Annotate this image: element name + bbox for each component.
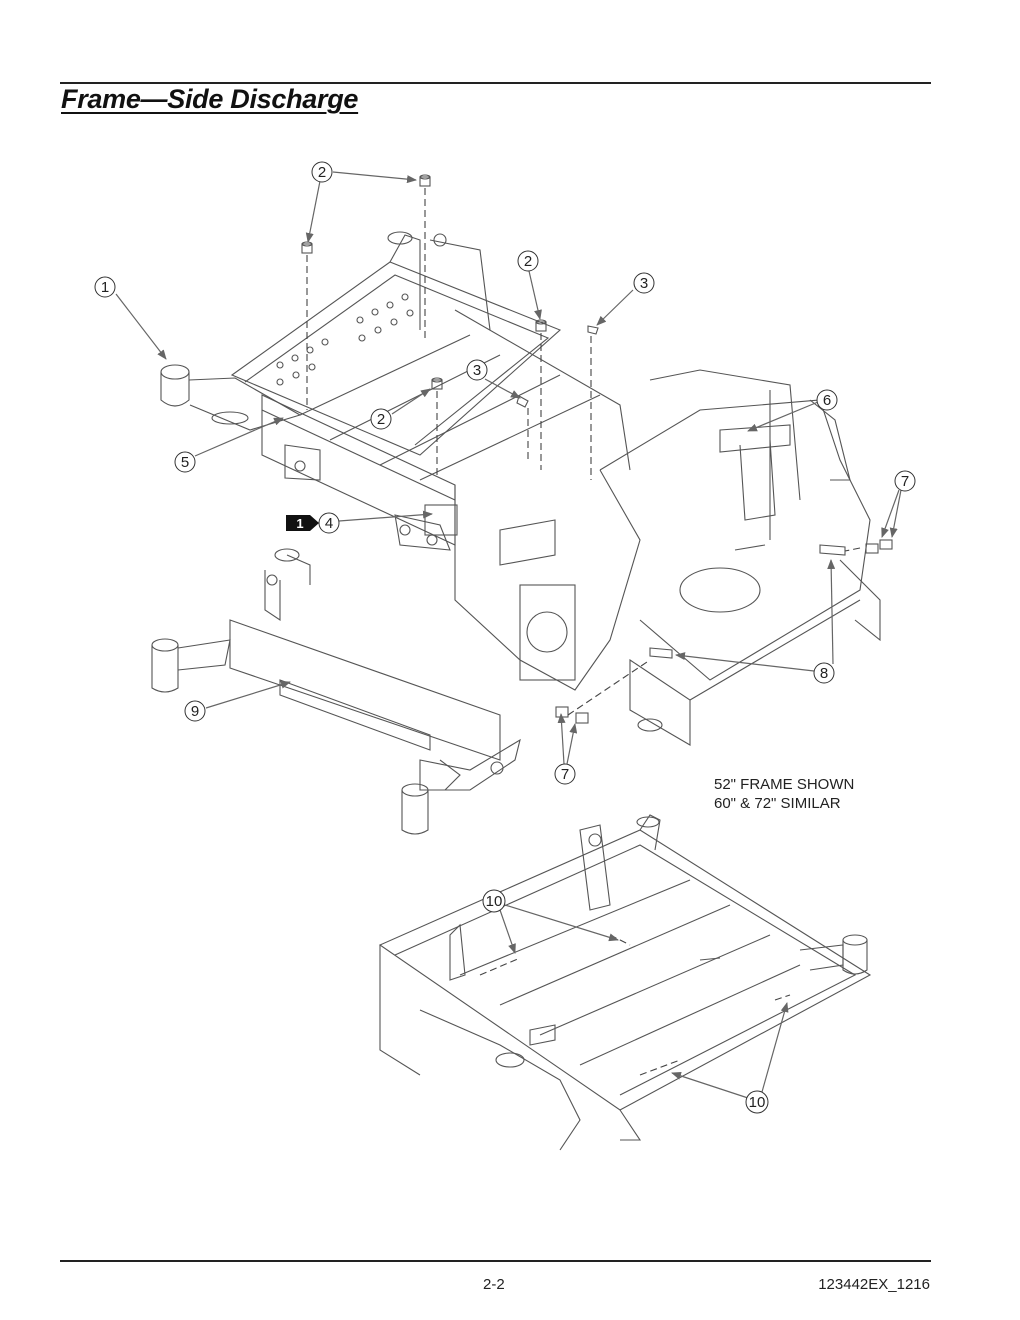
svg-text:3: 3 bbox=[640, 275, 648, 292]
leader-lines bbox=[115, 171, 902, 1099]
main-frame-art bbox=[160, 231, 881, 746]
callout-3-right: 3 bbox=[633, 272, 655, 294]
callout-2-lower: 2 bbox=[370, 408, 392, 430]
assembly-lines bbox=[306, 188, 861, 1076]
callout-10-lower: 10 bbox=[745, 1090, 769, 1114]
front-axle-art bbox=[151, 548, 521, 835]
svg-text:4: 4 bbox=[325, 515, 333, 532]
svg-text:9: 9 bbox=[191, 703, 199, 720]
svg-text:7: 7 bbox=[561, 766, 569, 783]
callout-3-center: 3 bbox=[466, 359, 488, 381]
svg-text:1: 1 bbox=[296, 516, 303, 531]
callout-1: 1 bbox=[94, 276, 116, 298]
callout-7-lower: 7 bbox=[554, 763, 576, 785]
callout-2-top: 2 bbox=[311, 161, 333, 183]
note-line-2: 60" & 72" SIMILAR bbox=[714, 795, 841, 812]
callout-10-upper: 10 bbox=[482, 889, 506, 913]
callout-5: 5 bbox=[174, 451, 196, 473]
svg-text:10: 10 bbox=[749, 1094, 766, 1111]
lower-frame-art bbox=[378, 814, 872, 1151]
svg-text:6: 6 bbox=[823, 392, 831, 409]
svg-text:8: 8 bbox=[820, 665, 828, 682]
svg-text:10: 10 bbox=[486, 893, 503, 910]
svg-text:7: 7 bbox=[901, 473, 909, 490]
svg-text:1: 1 bbox=[101, 279, 109, 296]
svg-text:2: 2 bbox=[377, 411, 385, 428]
callout-6: 6 bbox=[816, 389, 838, 411]
hardware-art bbox=[301, 174, 893, 724]
bottom-rule bbox=[60, 1260, 931, 1262]
callout-9: 9 bbox=[184, 700, 206, 722]
callout-4: 4 bbox=[318, 512, 340, 534]
svg-text:5: 5 bbox=[181, 454, 189, 471]
svg-text:2: 2 bbox=[524, 253, 532, 270]
page-title: Frame—Side Discharge bbox=[61, 84, 359, 114]
document-code: 123442EX_1216 bbox=[818, 1276, 930, 1293]
callout-8: 8 bbox=[813, 662, 835, 684]
callout-2-center: 2 bbox=[517, 250, 539, 272]
callout-7-right: 7 bbox=[894, 470, 916, 492]
svg-text:2: 2 bbox=[318, 164, 326, 181]
kit-marker-tag: 1 bbox=[286, 515, 319, 531]
note-line-1: 52" FRAME SHOWN bbox=[714, 776, 855, 793]
callouts: 1 2 2 2 3 3 4 5 6 7 7 8 9 10 10 bbox=[94, 161, 916, 1114]
frame-size-note: 52" FRAME SHOWN 60" & 72" SIMILAR bbox=[714, 775, 854, 813]
svg-text:3: 3 bbox=[473, 362, 481, 379]
top-rule bbox=[60, 82, 931, 84]
page-number: 2-2 bbox=[483, 1276, 505, 1293]
